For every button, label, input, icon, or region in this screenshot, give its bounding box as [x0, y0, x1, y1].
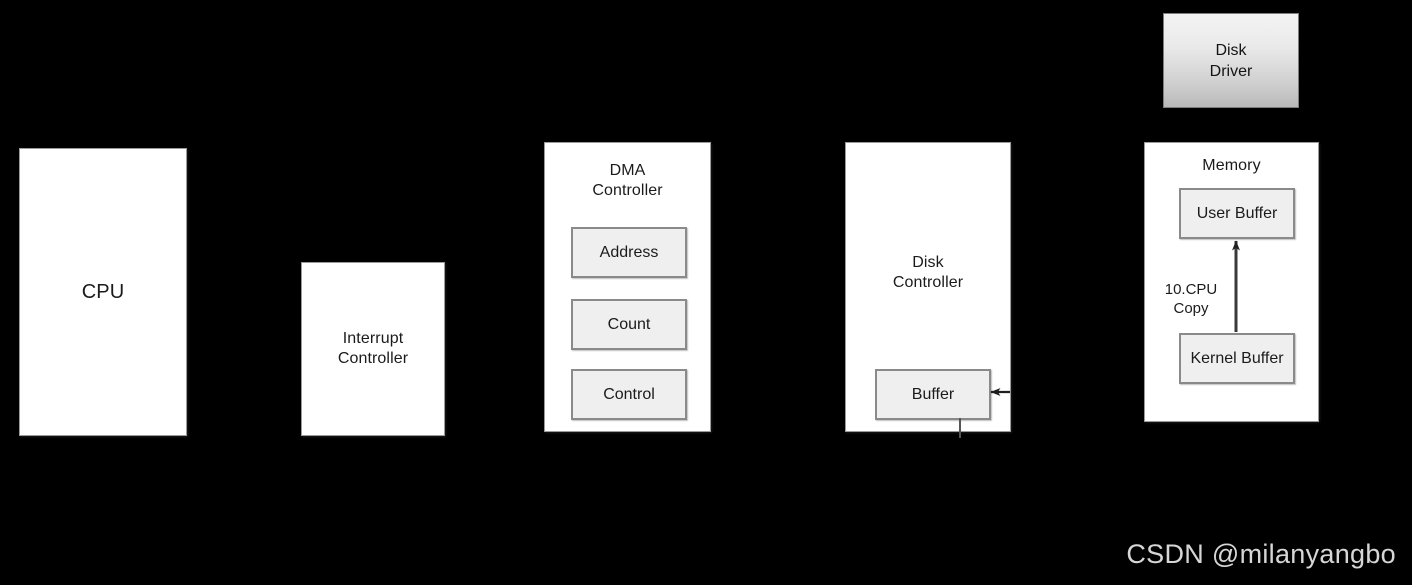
watermark: CSDN @milanyangbo [1126, 539, 1396, 569]
dma-register-control[interactable]: Control [571, 369, 687, 420]
memory-kernel-buffer-label: Kernel Buffer [1190, 350, 1284, 367]
dma-register-address[interactable]: Address [571, 227, 687, 278]
memory-kernel-buffer[interactable]: Kernel Buffer [1179, 333, 1295, 384]
edge-label-cpu-copy: 10.CPU Copy [1164, 281, 1218, 317]
node-memory-label: Memory [1202, 157, 1261, 174]
disk-controller-buffer-downlink [959, 418, 961, 438]
node-cpu[interactable]: CPU [19, 148, 187, 436]
memory-user-buffer-label: User Buffer [1196, 205, 1278, 222]
node-disk-controller-label: Disk Controller [892, 254, 964, 291]
node-disk-controller[interactable]: Disk Controller Buffer [845, 142, 1011, 432]
dma-register-count-label: Count [607, 316, 651, 333]
node-memory[interactable]: Memory User Buffer Kernel Buffer [1144, 142, 1319, 422]
node-dma-controller[interactable]: DMA Controller Address Count Control [544, 142, 711, 432]
memory-user-buffer[interactable]: User Buffer [1179, 188, 1295, 239]
disk-controller-buffer-label: Buffer [911, 386, 955, 403]
node-dma-controller-label: DMA Controller [592, 162, 663, 199]
node-disk-driver[interactable]: Disk Driver [1163, 13, 1299, 108]
node-disk-driver-label: Disk Driver [1209, 41, 1253, 80]
node-cpu-label: CPU [81, 281, 125, 303]
dma-register-address-label: Address [599, 244, 659, 261]
node-interrupt-controller-label: Interrupt Controller [337, 330, 409, 367]
dma-register-count[interactable]: Count [571, 299, 687, 350]
node-interrupt-controller[interactable]: Interrupt Controller [301, 262, 445, 436]
disk-controller-buffer[interactable]: Buffer [875, 369, 991, 420]
dma-register-control-label: Control [603, 386, 655, 403]
